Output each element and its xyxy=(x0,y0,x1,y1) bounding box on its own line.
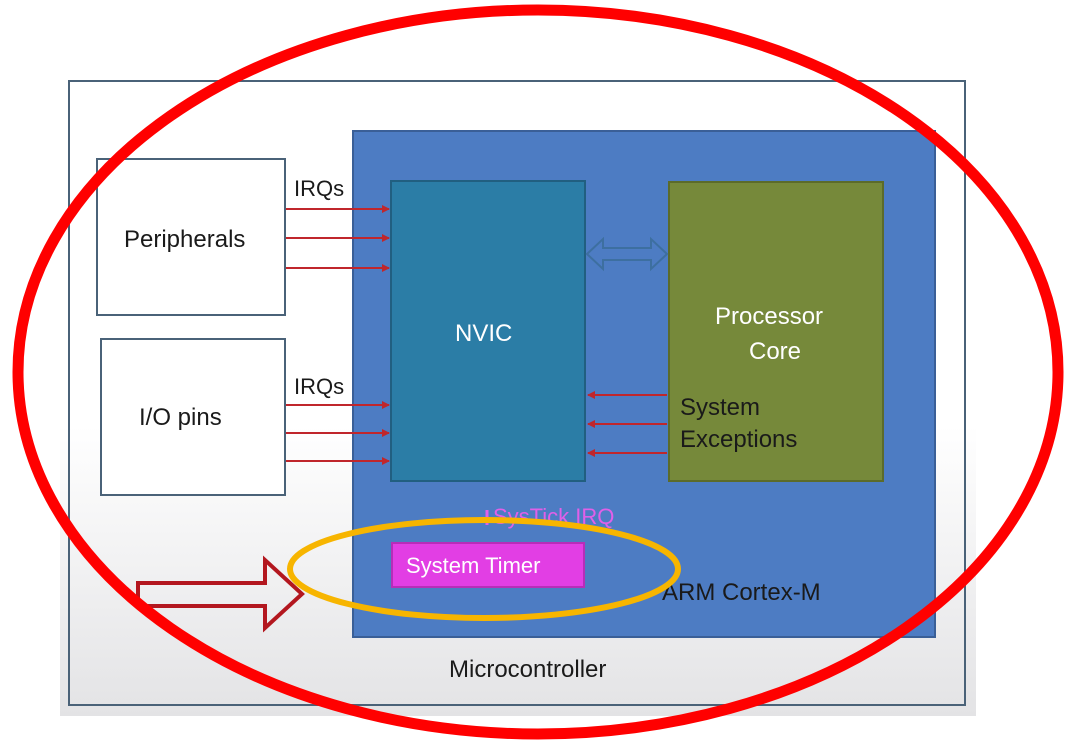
peripheral-irq-arrows xyxy=(286,205,390,272)
io-pins-label: I/O pins xyxy=(139,404,222,431)
microcontroller-label: Microcontroller xyxy=(449,656,607,683)
nvic-block xyxy=(390,180,586,482)
io-irq-arrows xyxy=(286,401,390,465)
processor-core-label-line2: Core xyxy=(749,338,802,365)
irq-label-io: IRQs xyxy=(294,374,345,399)
arm-cortex-m-label: ARM Cortex-M xyxy=(662,579,821,606)
system-exceptions-label-line1: System xyxy=(680,394,761,421)
pointer-arrow-icon xyxy=(136,555,305,633)
processor-core-block xyxy=(668,181,884,482)
peripherals-box xyxy=(96,158,286,316)
microcontroller-box xyxy=(68,80,966,706)
nvic-label: NVIC xyxy=(455,320,513,347)
processor-core-label-line1: Processor xyxy=(715,303,824,330)
bidirectional-arrow-icon xyxy=(585,236,669,272)
irq-label-peripherals: IRQs xyxy=(294,176,345,201)
system-timer-label: System Timer xyxy=(406,553,541,578)
highlight-ellipse xyxy=(287,517,681,621)
system-exceptions-label-line2: Exceptions xyxy=(680,426,798,453)
io-pins-box xyxy=(100,338,286,496)
peripherals-label: Peripherals xyxy=(124,226,246,253)
annotation-ellipse xyxy=(12,4,1064,740)
system-timer-block xyxy=(391,542,585,588)
system-exception-arrows xyxy=(587,391,667,457)
